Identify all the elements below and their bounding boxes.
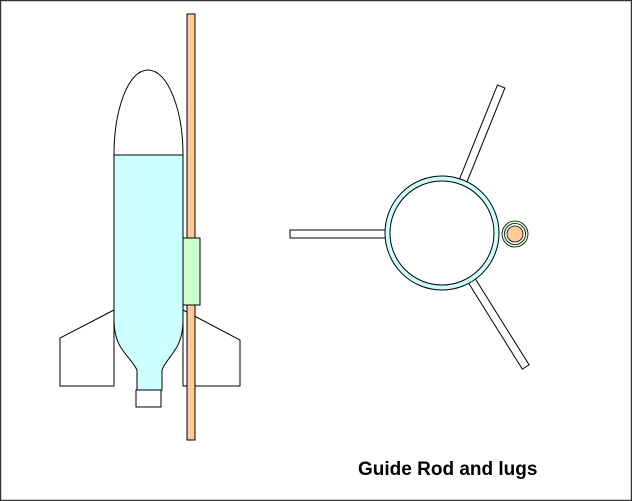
bottle-cap bbox=[135, 389, 162, 408]
body-tube-inner bbox=[389, 180, 495, 286]
guide-rod bbox=[186, 13, 196, 441]
fin-top-view-left bbox=[289, 229, 387, 239]
launch-lug bbox=[182, 237, 201, 306]
rocket-top-view bbox=[289, 84, 530, 370]
nose-cone bbox=[113, 69, 184, 156]
diagram-caption: Guide Rod and lugs bbox=[358, 459, 538, 480]
bottle-body bbox=[113, 154, 184, 391]
left-fin bbox=[59, 309, 115, 387]
rocket-side-view bbox=[59, 13, 241, 441]
right-fin bbox=[182, 309, 241, 387]
rod-top-view bbox=[506, 225, 524, 243]
